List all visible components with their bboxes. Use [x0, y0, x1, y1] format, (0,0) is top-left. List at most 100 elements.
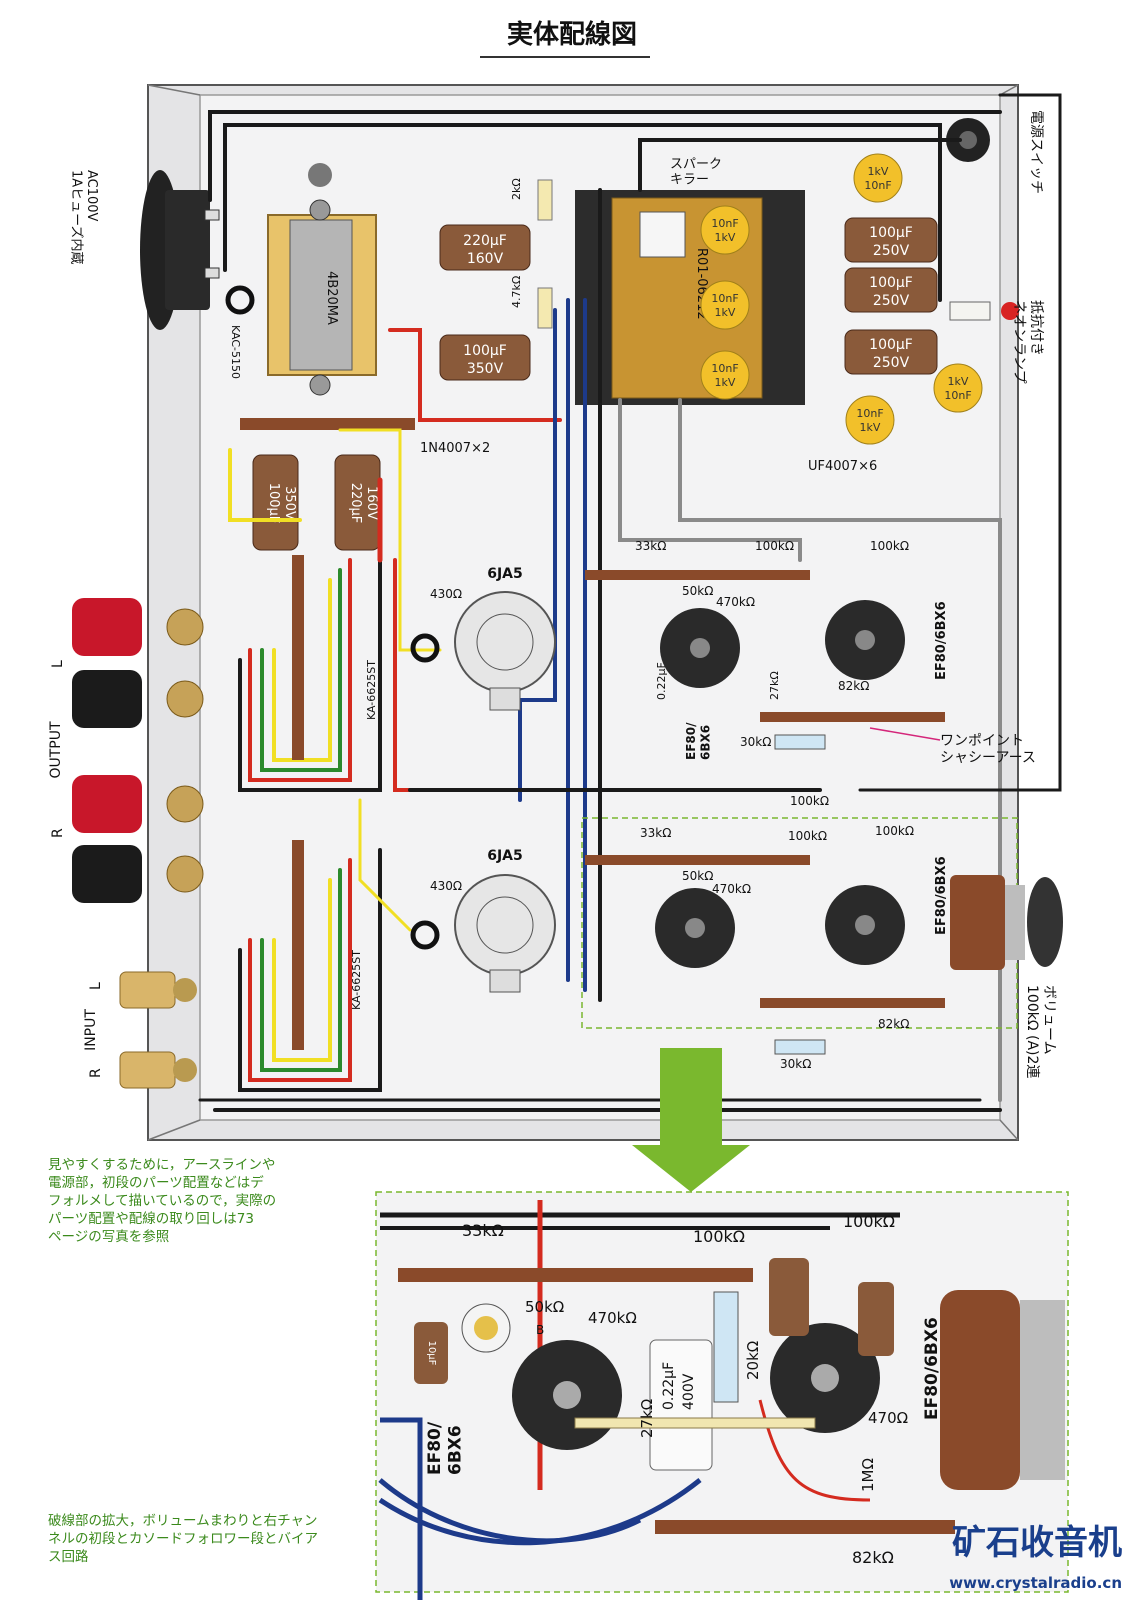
cap-c5-value: 100μF — [869, 225, 913, 241]
spark-killer-label: スパークキラー — [670, 157, 722, 188]
resistor-30k-upper — [774, 734, 826, 750]
note-bottom: 破線部の拡大，ボリュームまわりと右チャンネルの初段とカソードフォロワー段とバイア… — [48, 1513, 318, 1565]
cap-c2: 100μF 350V — [439, 334, 531, 381]
zoom-resistor-100k-label: 100kΩ — [693, 1227, 745, 1246]
disc-cap-y3-value: 10nF — [711, 292, 738, 305]
zoom-cap-small-label: 10μF — [426, 1341, 437, 1366]
resistor-30k-lower — [774, 1039, 826, 1055]
cap-c1: 220μF 160V — [439, 224, 531, 271]
volume-label: ボリューム100kΩ (A)2連 — [1024, 985, 1057, 1078]
cap-c7: 100μF 250V — [844, 329, 938, 375]
disc-cap-y1-value: 10nF — [864, 179, 891, 192]
ka-ring-upper — [410, 633, 440, 663]
tube-6ja5-upper-label: 6JA5 — [487, 566, 523, 582]
resistor-100k-lower-right-label: 100kΩ — [875, 824, 914, 838]
power-switch-icon — [946, 118, 990, 162]
disc-cap-y3-voltage: 1kV — [715, 306, 736, 319]
ka-ring-lower — [410, 920, 440, 950]
diode-lug-strip — [240, 418, 415, 430]
cap-c2-voltage: 350V — [467, 361, 504, 377]
resistor-430-lower-label: 430Ω — [430, 879, 462, 893]
input-label: INPUT — [83, 1009, 99, 1051]
lug-strip-left-upper — [292, 555, 304, 760]
ka-label-lower: KA-6625ST — [350, 950, 363, 1010]
input-r-label: R — [88, 1068, 104, 1078]
tube-ef80-lower-label: EF80/6BX6 — [934, 856, 949, 935]
output-label: OUTPUT — [48, 721, 64, 779]
neon-lamp-label: 抵抗付きネオンランプ — [1011, 300, 1044, 384]
note-top: 見やすくするために，アースラインや電源部，初段のパーツ配置などはデフォルメして描… — [48, 1157, 277, 1245]
zoom-resistor-20k-label: 20kΩ — [744, 1341, 762, 1380]
cap-c4: 220μF 160V — [334, 454, 381, 551]
tube-ef80-lower-b-icon — [825, 885, 905, 965]
diode-1n4007-label: 1N4007×2 — [420, 441, 490, 456]
cap-c6: 100μF 250V — [844, 267, 938, 313]
tube-ef80-upper-b-icon — [825, 600, 905, 680]
output-terminal-l-plus-icon — [72, 598, 204, 656]
resistor-430-upper-label: 430Ω — [430, 587, 462, 601]
disc-cap-y2-voltage: 1kV — [715, 231, 736, 244]
cap-c5: 100μF 250V — [844, 217, 938, 263]
zoom-cap-022-voltage: 400V — [681, 1373, 697, 1410]
resistor-82k-upper-label: 82kΩ — [838, 679, 869, 693]
page-title: 実体配線図 — [506, 20, 637, 50]
disc-cap-y5: 1kV 10nF — [933, 363, 983, 413]
ac-inlet-label: AC100V1Aヒューズ内蔵 — [68, 170, 99, 265]
resistor-33k-upper-label: 33kΩ — [635, 539, 666, 553]
disc-cap-y6-voltage: 1kV — [860, 421, 881, 434]
cap-c7-voltage: 250V — [873, 355, 910, 371]
resistor-27k-upper-label: 27kΩ — [768, 671, 781, 700]
cap-022-upper-label: 0.22μF — [655, 662, 668, 700]
disc-cap-y1-voltage: 1kV — [868, 165, 889, 178]
lug-strip-input-bottom — [760, 998, 945, 1008]
volume-knob-icon — [950, 875, 1063, 970]
disc-cap-y2: 10nF 1kV — [700, 205, 750, 255]
output-terminal-l-minus-icon — [72, 670, 204, 728]
lug-strip-input-lower — [585, 855, 810, 865]
pot-50k-upper-label: 50kΩ — [682, 584, 713, 598]
zoom-resistor-82k-label: 82kΩ — [852, 1548, 894, 1567]
lug-strip-input-upper — [585, 570, 810, 580]
resistor-2k-label: 2kΩ — [510, 178, 523, 200]
tube-ef80-upper-a-label: EF80/6BX6 — [684, 722, 712, 760]
input-l-label: L — [88, 982, 104, 990]
kac-label: KAC-5150 — [229, 325, 242, 379]
output-l-label: L — [50, 660, 66, 668]
cap-c3-voltage: 350V — [282, 486, 297, 520]
ka-label-upper: KA-6625ST — [365, 660, 378, 720]
cap-c6-voltage: 250V — [873, 293, 910, 309]
tube-ef80-lower-a-icon — [655, 888, 735, 968]
disc-cap-y1: 1kV 10nF — [853, 153, 903, 203]
zoom-pot-b-label: B — [536, 1323, 544, 1337]
tube-6ja5-lower-icon — [454, 874, 556, 993]
resistor-100k-lower-label: 100kΩ — [788, 829, 827, 843]
cap-c1-voltage: 160V — [467, 251, 504, 267]
zoom-tube-b-label: EF80/6BX6 — [922, 1317, 942, 1420]
power-switch-label: 電源スイッチ — [1028, 110, 1044, 194]
zoom-pot-50k-label: 50kΩ — [525, 1298, 564, 1316]
resistor-82k-lower-label: 82kΩ — [878, 1017, 909, 1031]
cap-c5-voltage: 250V — [873, 243, 910, 259]
zoom-resistor-100k-right-label: 100kΩ — [843, 1212, 895, 1231]
tube-ef80-upper-a-icon — [660, 608, 740, 688]
ac-inlet-icon — [140, 170, 220, 330]
cap-c2-value: 100μF — [463, 343, 507, 359]
resistor-100k-earth-label: 100kΩ — [790, 794, 829, 808]
earth-pointer-line — [869, 727, 941, 741]
watermark-url: www.crystalradio.cn — [949, 1574, 1122, 1592]
one-point-earth-label: ワンポイントシャシーアース — [940, 733, 1036, 766]
wires-output — [198, 428, 1002, 1112]
cap-c4-voltage: 160V — [364, 486, 379, 520]
cap-c1-value: 220μF — [463, 233, 507, 249]
kac-ring — [225, 285, 255, 315]
diode-uf4007-label: UF4007×6 — [808, 459, 877, 474]
resistor-30k-lower-label: 30kΩ — [780, 1057, 811, 1071]
cap-c6-value: 100μF — [869, 275, 913, 291]
resistor-100k-upper-label: 100kΩ — [755, 539, 794, 553]
cap-c4-value: 220μF — [348, 483, 363, 524]
resistor-100k-upper-right-label: 100kΩ — [870, 539, 909, 553]
disc-cap-y6-value: 10nF — [856, 407, 883, 420]
choke-transformer-icon — [267, 163, 377, 396]
tube-ef80-upper-label: EF80/6BX6 — [934, 601, 949, 680]
resistor-4k7-label: 4.7kΩ — [510, 276, 523, 308]
